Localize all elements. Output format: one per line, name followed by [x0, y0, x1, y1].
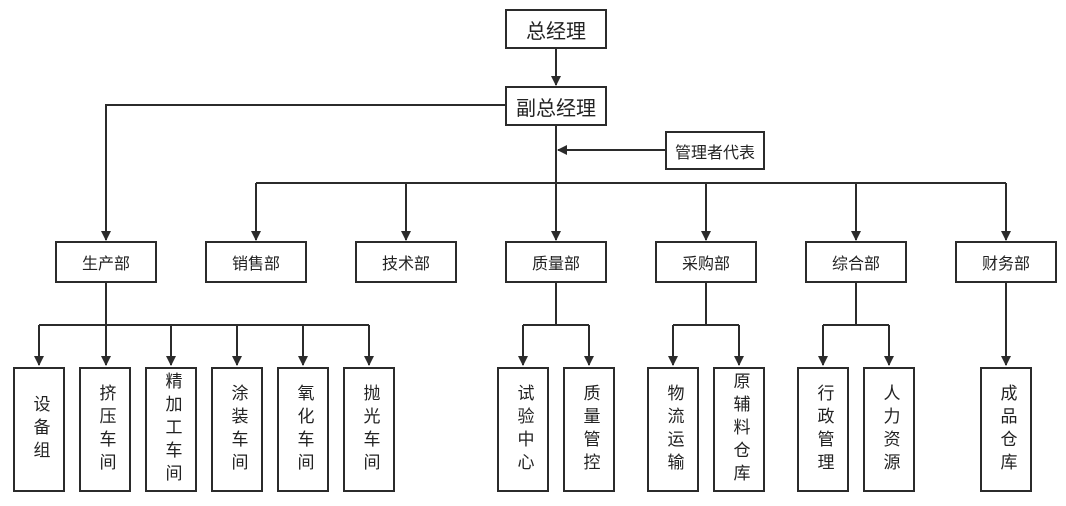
management-representative-label: 管理者代表 — [674, 142, 755, 162]
connector-deputy-production — [101, 104, 505, 241]
deputy-general-manager-label: 副总经理 — [516, 95, 596, 120]
management-representative-box: 管理者代表 — [665, 131, 765, 170]
dept-finance: 财务部 — [955, 241, 1057, 283]
unit-administration: 行政管理 — [797, 367, 849, 492]
dept-general-affairs: 综合部 — [805, 241, 907, 283]
unit-extrusion-workshop: 挤压车间 — [79, 367, 131, 492]
dept-purchasing: 采购部 — [655, 241, 757, 283]
unit-logistics-label: 物流运输 — [663, 383, 684, 476]
dept-quality-label: 质量部 — [531, 254, 580, 273]
unit-polishing-workshop: 抛光车间 — [343, 367, 395, 492]
dept-sales-label: 销售部 — [231, 254, 280, 273]
dept-sales: 销售部 — [205, 241, 307, 283]
unit-finished-goods-warehouse: 成品仓库 — [980, 367, 1032, 492]
dept-finance-label: 财务部 — [981, 254, 1030, 273]
dept-general-affairs-label: 综合部 — [831, 254, 880, 273]
dept-purchasing-label: 采购部 — [681, 254, 730, 273]
unit-quality-control: 质量管控 — [563, 367, 615, 492]
unit-polishing-workshop-label: 抛光车间 — [359, 383, 380, 476]
unit-coating-workshop: 涂装车间 — [211, 367, 263, 492]
unit-quality-control-label: 质量管控 — [579, 383, 600, 476]
dept-quality: 质量部 — [505, 241, 607, 283]
unit-raw-material-warehouse-label: 原辅料仓库 — [729, 372, 750, 487]
unit-administration-label: 行政管理 — [813, 383, 834, 476]
unit-testing-center-label: 试验中心 — [513, 383, 534, 476]
unit-coating-workshop-label: 涂装车间 — [227, 383, 248, 476]
dept-production: 生产部 — [55, 241, 157, 283]
unit-oxidation-workshop-label: 氧化车间 — [293, 383, 314, 476]
unit-oxidation-workshop: 氧化车间 — [277, 367, 329, 492]
unit-testing-center: 试验中心 — [497, 367, 549, 492]
unit-finishing-workshop: 精加工车间 — [145, 367, 197, 492]
general-manager-label: 总经理 — [526, 18, 586, 43]
dept-technology-label: 技术部 — [381, 254, 430, 273]
unit-equipment-group-label: 设备组 — [29, 395, 50, 464]
unit-logistics: 物流运输 — [647, 367, 699, 492]
unit-human-resources-label: 人力资源 — [879, 383, 900, 476]
deputy-general-manager-box: 副总经理 — [505, 86, 607, 126]
unit-equipment-group: 设备组 — [13, 367, 65, 492]
unit-raw-material-warehouse: 原辅料仓库 — [713, 367, 765, 492]
unit-finished-goods-warehouse-label: 成品仓库 — [996, 383, 1017, 476]
dept-technology: 技术部 — [355, 241, 457, 283]
unit-human-resources: 人力资源 — [863, 367, 915, 492]
unit-extrusion-workshop-label: 挤压车间 — [95, 383, 116, 476]
unit-finishing-workshop-label: 精加工车间 — [161, 372, 182, 487]
general-manager-box: 总经理 — [505, 9, 607, 49]
dept-production-label: 生产部 — [81, 254, 130, 273]
